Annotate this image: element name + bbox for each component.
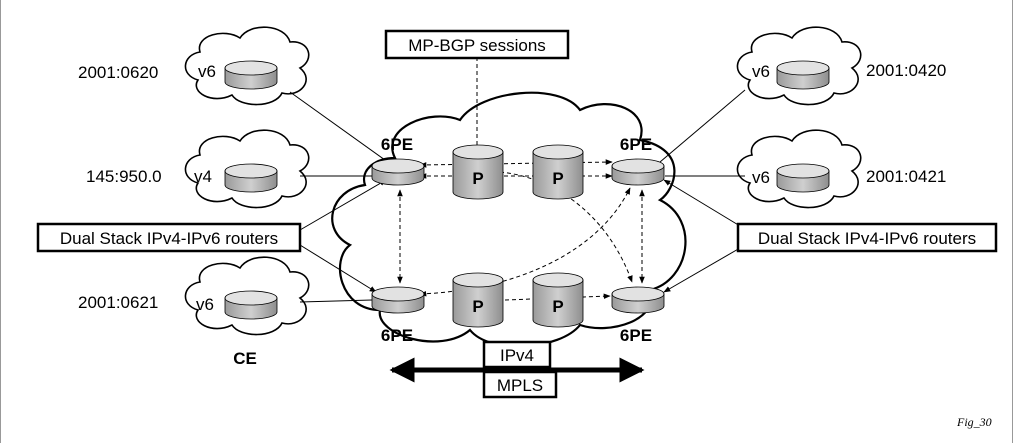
p-router-label: P xyxy=(552,297,563,316)
dual-stack-box-right: Dual Stack IPv4-IPv6 routers xyxy=(736,222,998,253)
mpls-box: MPLS xyxy=(482,370,558,399)
router-icon xyxy=(224,60,278,90)
ce-protocol-label: v6 xyxy=(752,168,770,187)
ipv4-label: IPv4 xyxy=(500,346,534,365)
p-router-icon xyxy=(532,272,584,328)
ce-protocol-label: v6 xyxy=(196,295,214,314)
ce-label: CE xyxy=(233,349,257,368)
p-router-label: P xyxy=(472,169,483,188)
pe-label: 6PE xyxy=(381,135,413,154)
ce-protocol-label: v6 xyxy=(198,62,216,81)
site-address-label: 2001:0621 xyxy=(78,293,158,312)
dual-stack-box-left: Dual Stack IPv4-IPv6 routers xyxy=(36,222,302,253)
router-icon xyxy=(224,163,278,193)
ipv4-box: IPv4 xyxy=(482,340,552,369)
pe-label: 6PE xyxy=(620,326,652,345)
router-icon xyxy=(776,163,830,193)
ce-protocol-label: v6 xyxy=(752,62,770,81)
mp-bgp-sessions-label: MP-BGP sessions xyxy=(408,36,546,55)
pe-router-icon xyxy=(611,286,665,314)
p-router-icon xyxy=(452,272,504,328)
site-address-label: 2001:0420 xyxy=(866,61,946,80)
pe-label: 6PE xyxy=(381,326,413,345)
ce-protocol-label: v4 xyxy=(194,167,212,186)
mpls-label: MPLS xyxy=(497,376,543,395)
p-router-label: P xyxy=(552,169,563,188)
site-address-label: 145:950.0 xyxy=(86,167,162,186)
router-icon xyxy=(776,60,830,90)
p-router-icon xyxy=(532,144,584,200)
figure-label: Fig_30 xyxy=(956,415,992,429)
router-icon xyxy=(224,290,278,320)
p-router-icon xyxy=(452,144,504,200)
p-router-label: P xyxy=(472,297,483,316)
dual-stack-label-right: Dual Stack IPv4-IPv6 routers xyxy=(758,229,976,248)
pe-label: 6PE xyxy=(620,135,652,154)
dual-stack-label-left: Dual Stack IPv4-IPv6 routers xyxy=(60,229,278,248)
pe-router-icon xyxy=(611,158,665,186)
pe-router-icon xyxy=(371,286,425,314)
mp-bgp-sessions-box: MP-BGP sessions xyxy=(384,29,570,60)
pe-router-icon xyxy=(371,158,425,186)
site-address-label: 2001:0620 xyxy=(78,63,158,82)
site-address-label: 2001:0421 xyxy=(866,167,946,186)
